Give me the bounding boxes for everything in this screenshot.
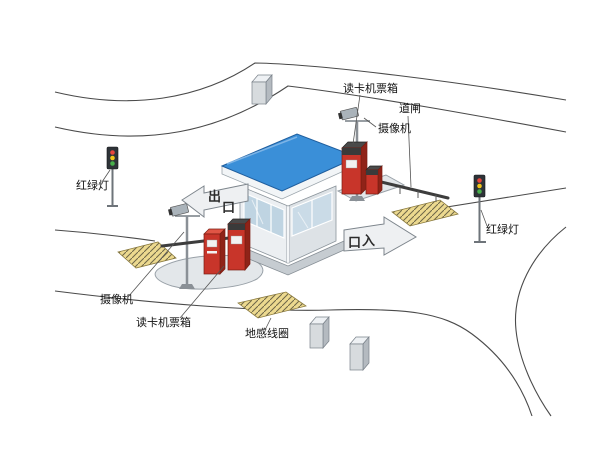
machine-screen: [345, 159, 358, 169]
camera-pole-base: [179, 284, 195, 289]
entrance-arrow: 口 入: [343, 216, 417, 256]
road-edge-mid-upper-left: [54, 229, 156, 242]
road-edge-top-upper: [54, 62, 567, 102]
camera-left: [168, 203, 200, 289]
label-ground-loop: 地感线圈: [245, 326, 289, 340]
pillar-box-bottom-right: [349, 336, 370, 371]
red-light: [477, 178, 482, 183]
ground-loops: [117, 199, 459, 319]
pillar-box-bottom-left: [309, 316, 330, 349]
label-camera-right: 摄像机: [378, 121, 411, 135]
machine-cap: [228, 224, 245, 230]
label-traffic-light-left: 红绿灯: [76, 178, 109, 192]
ticket-machine-entrance: [341, 141, 368, 195]
road-edge-bottom-right-inner: [514, 226, 567, 417]
labels: 读卡机票箱 道闸 摄像机 红绿灯 红绿灯 摄像机 读卡机票箱 地感线圈: [76, 81, 519, 340]
glass-streak: [297, 211, 309, 229]
booth-corner-post: [286, 205, 290, 264]
machine-screen: [230, 235, 243, 245]
camera-lens: [337, 112, 343, 120]
camera-pole-base: [349, 196, 365, 201]
machine-screen: [206, 239, 218, 248]
leader-card-reader-bottom: [179, 265, 225, 319]
pillar-front-face: [251, 81, 267, 105]
machine-side-face: [377, 165, 383, 195]
leader-ground-loop: [264, 317, 272, 331]
leader-camera-left: [127, 231, 185, 298]
road-edge-top-lower: [54, 85, 567, 137]
road-edge-mid-lower: [54, 290, 533, 417]
exit-arrow: 出 口: [181, 183, 249, 219]
yellow-light: [110, 155, 115, 161]
camera-head: [337, 107, 359, 121]
leader-card-reader-top: [352, 94, 361, 145]
camera-lens: [168, 208, 173, 216]
label-barrier-gate: 道闸: [399, 101, 421, 115]
label-camera-left: 摄像机: [100, 292, 133, 306]
ground-loop-exit: [117, 241, 177, 269]
entrance-arrow-shape: [343, 216, 417, 256]
label-card-reader-bottom: 读卡机票箱: [136, 315, 191, 329]
traffic-light-left: [106, 146, 119, 207]
green-light: [110, 161, 115, 166]
ground-loop-center: [237, 291, 307, 319]
pillar-box-top: [251, 74, 273, 105]
yellow-light: [477, 183, 482, 189]
leader-camera-right: [363, 117, 377, 128]
label-leaders: [101, 94, 488, 331]
label-card-reader-top: 读卡机票箱: [343, 81, 398, 95]
pillar-front-face: [349, 343, 364, 371]
machine-side-face: [244, 218, 251, 271]
exit-label-char1: 出: [208, 189, 221, 205]
glass-streak: [251, 199, 264, 225]
exit-arrow-shape: [181, 183, 249, 219]
red-light: [110, 150, 115, 155]
ticket-slot: [207, 251, 217, 254]
barrier-gate-entrance: [365, 165, 450, 202]
ground-loop-entrance: [391, 199, 459, 227]
machine-cap: [342, 148, 361, 155]
label-traffic-light-right: 红绿灯: [486, 222, 519, 236]
leader-traffic-light-left: [101, 169, 111, 183]
entrance-label-char1: 口: [348, 236, 361, 251]
roof-highlight: [226, 136, 298, 165]
machine-cap: [366, 170, 378, 175]
machine-front-face: [227, 223, 246, 271]
ticket-machine-exit: [203, 228, 226, 275]
leader-traffic-light-right: [480, 209, 488, 227]
camera-head: [168, 203, 189, 217]
exit-label-char2: 口: [222, 201, 235, 216]
pillar-front-face: [309, 323, 324, 349]
green-light: [477, 189, 482, 194]
leader-barrier-gate: [407, 115, 412, 188]
entrance-label-char2: 入: [362, 234, 375, 249]
traffic-light-right: [473, 174, 486, 243]
